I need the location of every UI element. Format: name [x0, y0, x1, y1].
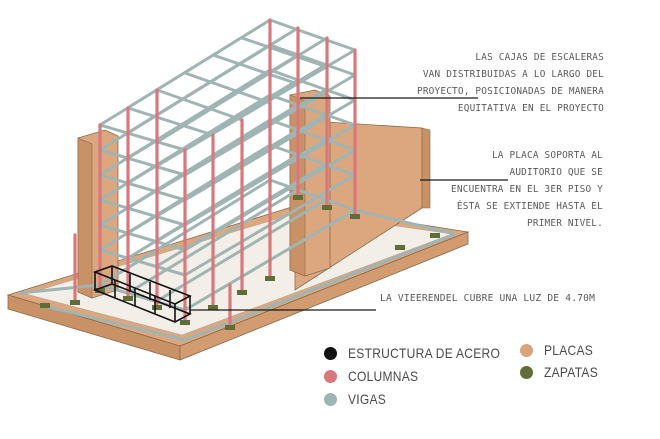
stairs-annotation-line-1: LAS CAJAS DE ESCALERAS: [475, 52, 604, 63]
stairs-annotation-line-3: PROYECTO, POSICIONADAS DE MANERA: [416, 86, 604, 97]
legend-label-columns: COLUMNAS: [348, 368, 419, 384]
beams-swatch-icon: [324, 392, 337, 406]
legend-item-steel: ESTRUCTURA DE ACERO: [324, 345, 525, 361]
legend-label-steel: ESTRUCTURA DE ACERO: [348, 345, 501, 361]
stairs-annotation-line-2: VAN DISTRIBUIDAS A LO LARGO DEL: [422, 69, 604, 80]
stair-core-left: [77, 129, 119, 299]
slab-annotation-line-2: AUDITORIO QUE SE: [509, 167, 603, 178]
stairs-annotation-line-4: EQUITATIVA EN EL PROYECTO: [457, 103, 604, 114]
vierendeel-truss: [92, 265, 192, 323]
legend-item-slabs: PLACAS: [520, 342, 601, 358]
column-set: [73, 18, 357, 327]
slab-annotation: LA PLACA SOPORTA AL AUDITORIO QUE SE ENC…: [451, 147, 603, 232]
legend-item-beams: VIGAS: [324, 391, 392, 407]
slab-annotation-line-3: ENCUENTRA EN EL 3ER PISO Y: [451, 184, 603, 195]
slab-annotation-line-5: PRIMER NIVEL.: [527, 218, 603, 229]
footing-set: [40, 195, 440, 330]
columns-swatch-icon: [324, 369, 337, 383]
legend-item-footings: ZAPATAS: [520, 364, 607, 380]
legend-label-footings: ZAPATAS: [544, 364, 598, 380]
slab-annotation-line-1: LA PLACA SOPORTA AL: [491, 150, 603, 161]
steel-swatch-icon: [324, 346, 337, 360]
slabs-swatch-icon: [520, 343, 533, 357]
legend-item-columns: COLUMNAS: [324, 368, 430, 384]
ground-slab: [6, 204, 470, 361]
footings-swatch-icon: [520, 365, 533, 379]
vierendeel-annotation: LA VIEERENDEL CUBRE UNA LUZ DE 4.70M: [380, 293, 596, 304]
stairs-annotation: LAS CAJAS DE ESCALERAS VAN DISTRIBUIDAS …: [417, 49, 604, 117]
legend-label-slabs: PLACAS: [544, 342, 594, 358]
slab-annotation-line-4: ÉSTA SE EXTIENDE HASTA EL: [456, 201, 603, 212]
legend-label-beams: VIGAS: [348, 391, 387, 407]
leader-lines: [190, 97, 508, 311]
